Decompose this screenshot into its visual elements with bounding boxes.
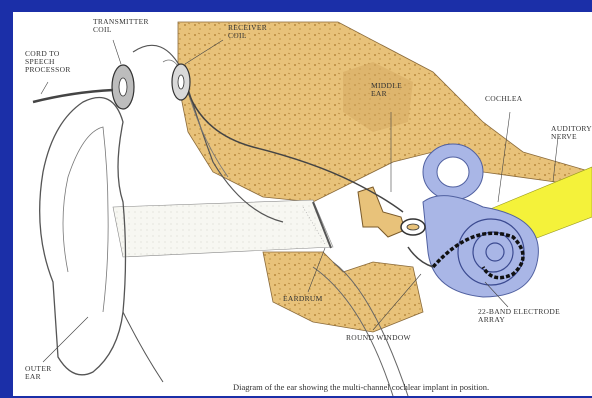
outer-ear-outline	[40, 98, 126, 375]
label-auditory-nerve: AUDITORY NERVE	[551, 125, 592, 141]
ossicles	[358, 187, 405, 237]
label-electrode-array: 22-BAND ELECTRODE ARRAY	[478, 308, 560, 324]
ear-illustration	[13, 12, 592, 396]
label-cochlea: COCHLEA	[485, 95, 523, 103]
label-outer-ear: OUTER EAR	[25, 365, 52, 381]
label-round-window: ROUND WINDOW	[346, 334, 411, 342]
label-cord-to-speech-processor: CORD TO SPEECH PROCESSOR	[25, 50, 71, 74]
label-middle-ear: MIDDLE EAR	[371, 82, 402, 98]
temporal-bone-lower	[263, 252, 423, 332]
label-receiver-coil: RECEIVER COIL	[228, 24, 267, 40]
ear-canal	[113, 200, 333, 257]
ear-diagram: CORD TO SPEECH PROCESSOR TRANSMITTER COI…	[13, 12, 592, 396]
diagram-caption: Diagram of the ear showing the multi-cha…	[233, 382, 489, 392]
speech-processor-cord	[33, 90, 113, 102]
label-transmitter-coil: TRANSMITTER COIL	[93, 18, 149, 34]
label-eardrum: EARDRUM	[283, 295, 323, 303]
